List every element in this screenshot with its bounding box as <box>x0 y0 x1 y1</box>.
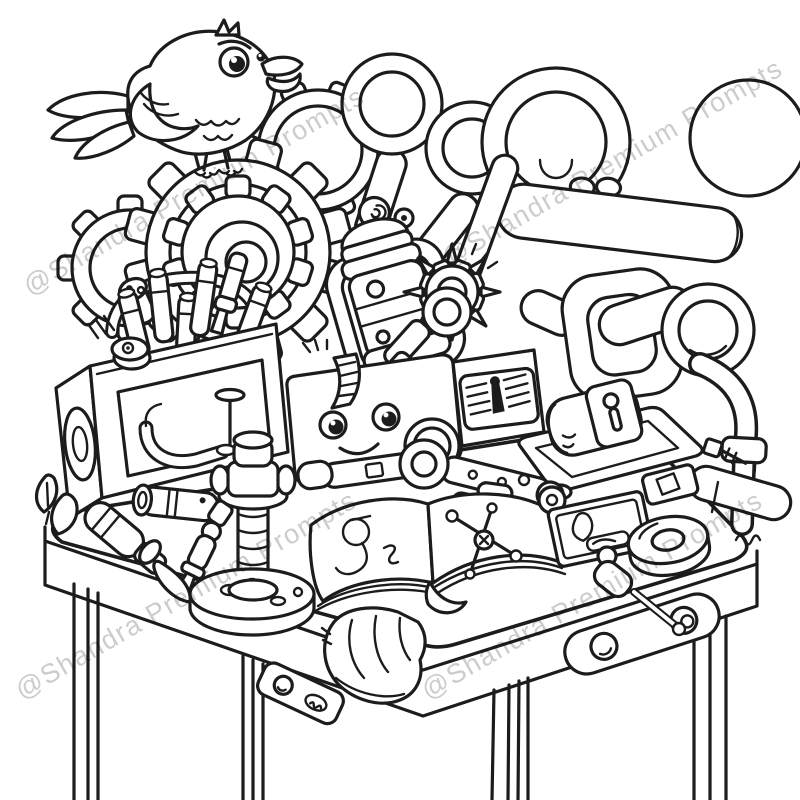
spring-squiggle <box>734 534 762 546</box>
long-screwdriver <box>50 492 192 604</box>
marker-pen <box>189 257 219 338</box>
block-with-square-hole <box>640 463 700 506</box>
small-ball <box>517 473 531 487</box>
screwdriver-over-edge <box>592 545 687 637</box>
bird-crest <box>214 18 241 37</box>
book-left-page <box>308 497 435 603</box>
disc-top-right <box>688 78 800 198</box>
table-leg-left <box>72 582 100 800</box>
table-apron <box>43 539 759 718</box>
hatch-marks <box>86 314 116 340</box>
blade-tip <box>152 559 192 604</box>
keyhole <box>602 392 620 410</box>
marker-pen <box>236 281 273 344</box>
bird-tail-feather <box>73 120 136 160</box>
stand-wing-nut <box>275 464 297 496</box>
gauge-panel <box>458 366 540 431</box>
table-edge <box>43 525 759 672</box>
drawer-knob <box>589 631 619 661</box>
radio-smile <box>338 442 380 456</box>
articulated-arm-with-lens <box>519 267 759 482</box>
bird-far-eye <box>256 52 266 62</box>
rim-gadget <box>110 336 152 371</box>
tape-ribbon <box>301 338 361 410</box>
bookmark <box>424 580 468 615</box>
parts-card <box>546 490 654 568</box>
tape-roll <box>626 514 712 578</box>
table-leg-front <box>490 676 530 800</box>
bird-beak <box>260 55 304 77</box>
bolt <box>701 437 748 465</box>
bird-illustration <box>46 18 304 179</box>
leaf <box>34 473 59 526</box>
bird-beak <box>265 72 302 93</box>
radio-foot <box>296 459 334 491</box>
stand-wing-nut <box>209 464 231 496</box>
smiley-face <box>318 402 401 456</box>
drawer-panel-left <box>256 661 345 726</box>
sparkle <box>470 242 499 270</box>
bird-eyebrow <box>217 39 252 50</box>
drawer-panel-right <box>563 592 721 676</box>
marker-pen <box>147 267 175 344</box>
screwdriver-in-box <box>209 251 249 336</box>
blade-tip <box>50 492 79 536</box>
bird-chest-feathers <box>194 117 241 142</box>
book-diagram-right <box>445 502 523 580</box>
open-manual-book <box>308 492 567 615</box>
scope-flashlight <box>131 483 234 528</box>
adjustable-stand-with-round-base <box>188 430 316 637</box>
table-leg-right <box>692 614 728 800</box>
cloth-rag <box>320 606 427 705</box>
book-diagram-left <box>334 514 400 576</box>
